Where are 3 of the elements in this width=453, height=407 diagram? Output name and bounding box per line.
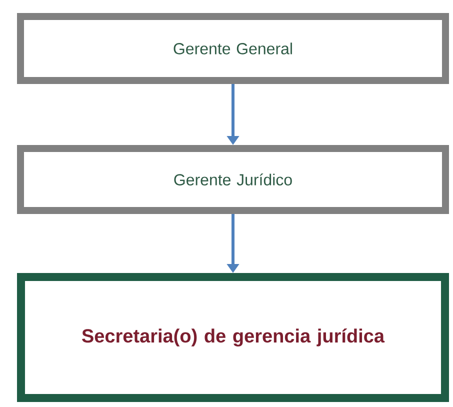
process-box: Gerente General bbox=[17, 13, 449, 84]
process-box: Secretaria(o) de gerencia jurídica bbox=[17, 273, 449, 402]
process-box: Gerente Jurídico bbox=[17, 145, 449, 214]
